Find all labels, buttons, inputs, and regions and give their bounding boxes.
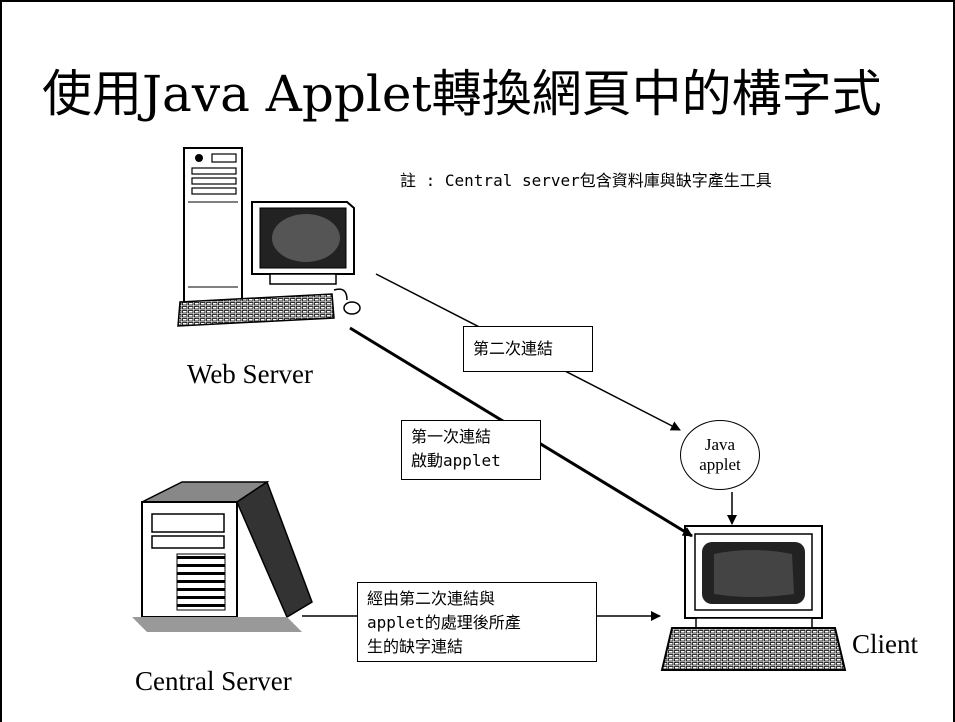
client-label: Client — [852, 629, 918, 659]
missing-char-link-text-2: applet的處理後所產 — [367, 613, 521, 632]
missing-char-link-text-1: 經由第二次連結與 — [367, 589, 496, 608]
web-server-icon — [177, 147, 361, 327]
web-server-label: Web Server — [187, 359, 314, 389]
central-server-icon — [132, 480, 313, 632]
first-link-text-1: 第一次連結 — [411, 427, 492, 446]
java-applet-line-2: applet — [699, 455, 741, 474]
first-link-text-2: 啟動applet — [411, 451, 501, 470]
second-link-text: 第二次連結 — [473, 339, 554, 358]
first-link-label: 第一次連結 啟動applet — [401, 420, 541, 480]
missing-char-link-label: 經由第二次連結與 applet的處理後所產 生的缺字連結 — [357, 582, 597, 662]
client-computer-icon — [660, 525, 847, 671]
java-applet-line-1: Java — [704, 435, 736, 454]
note-text: 註 : Central server包含資料庫與缺字產生工具 — [400, 171, 772, 190]
missing-char-link-text-3: 生的缺字連結 — [367, 637, 464, 656]
java-applet-node: Java applet — [680, 420, 760, 490]
slide-title: 使用Java Applet轉換網頁中的構字式 — [42, 65, 882, 123]
second-link-label: 第二次連結 — [463, 326, 593, 372]
central-server-label: Central Server — [135, 666, 292, 696]
